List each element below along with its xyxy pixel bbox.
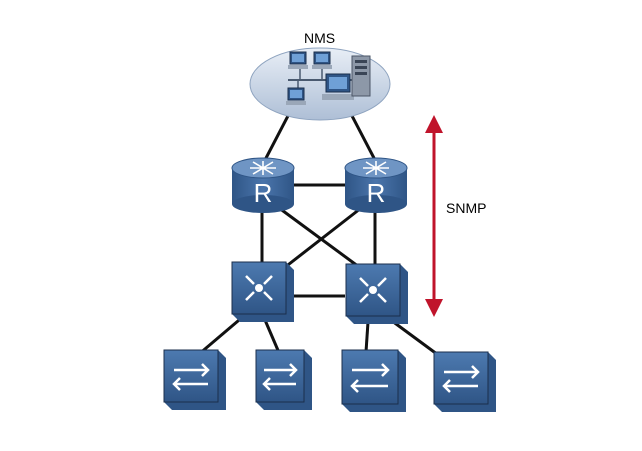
nms-cloud — [249, 47, 391, 121]
link-core-right-access-3 — [364, 321, 370, 353]
link-router-right-core-left — [274, 203, 366, 277]
access-switch-3 — [341, 349, 406, 412]
link-core-left-access-2 — [263, 319, 282, 356]
snmp-label: SNMP — [446, 200, 487, 216]
access-switch-1 — [163, 349, 226, 410]
pc-icon — [322, 73, 354, 100]
pc-icon — [286, 87, 306, 105]
access-switch-4 — [433, 351, 496, 412]
link-nms-router-left — [263, 111, 292, 161]
links — [191, 111, 446, 362]
router-right — [344, 157, 408, 213]
router-left-glyph: R — [254, 178, 273, 208]
server-icon — [351, 55, 371, 97]
router-left — [231, 157, 295, 213]
link-nms-router-right — [348, 111, 377, 161]
core-switch-left — [231, 261, 294, 322]
pc-icon — [312, 51, 332, 69]
pc-icon — [288, 51, 308, 69]
nms-label: NMS — [304, 30, 336, 46]
link-router-left-core-right — [274, 203, 371, 277]
router-right-glyph: R — [367, 178, 386, 208]
access-switch-2 — [255, 349, 312, 410]
core-switch-right — [345, 263, 408, 324]
